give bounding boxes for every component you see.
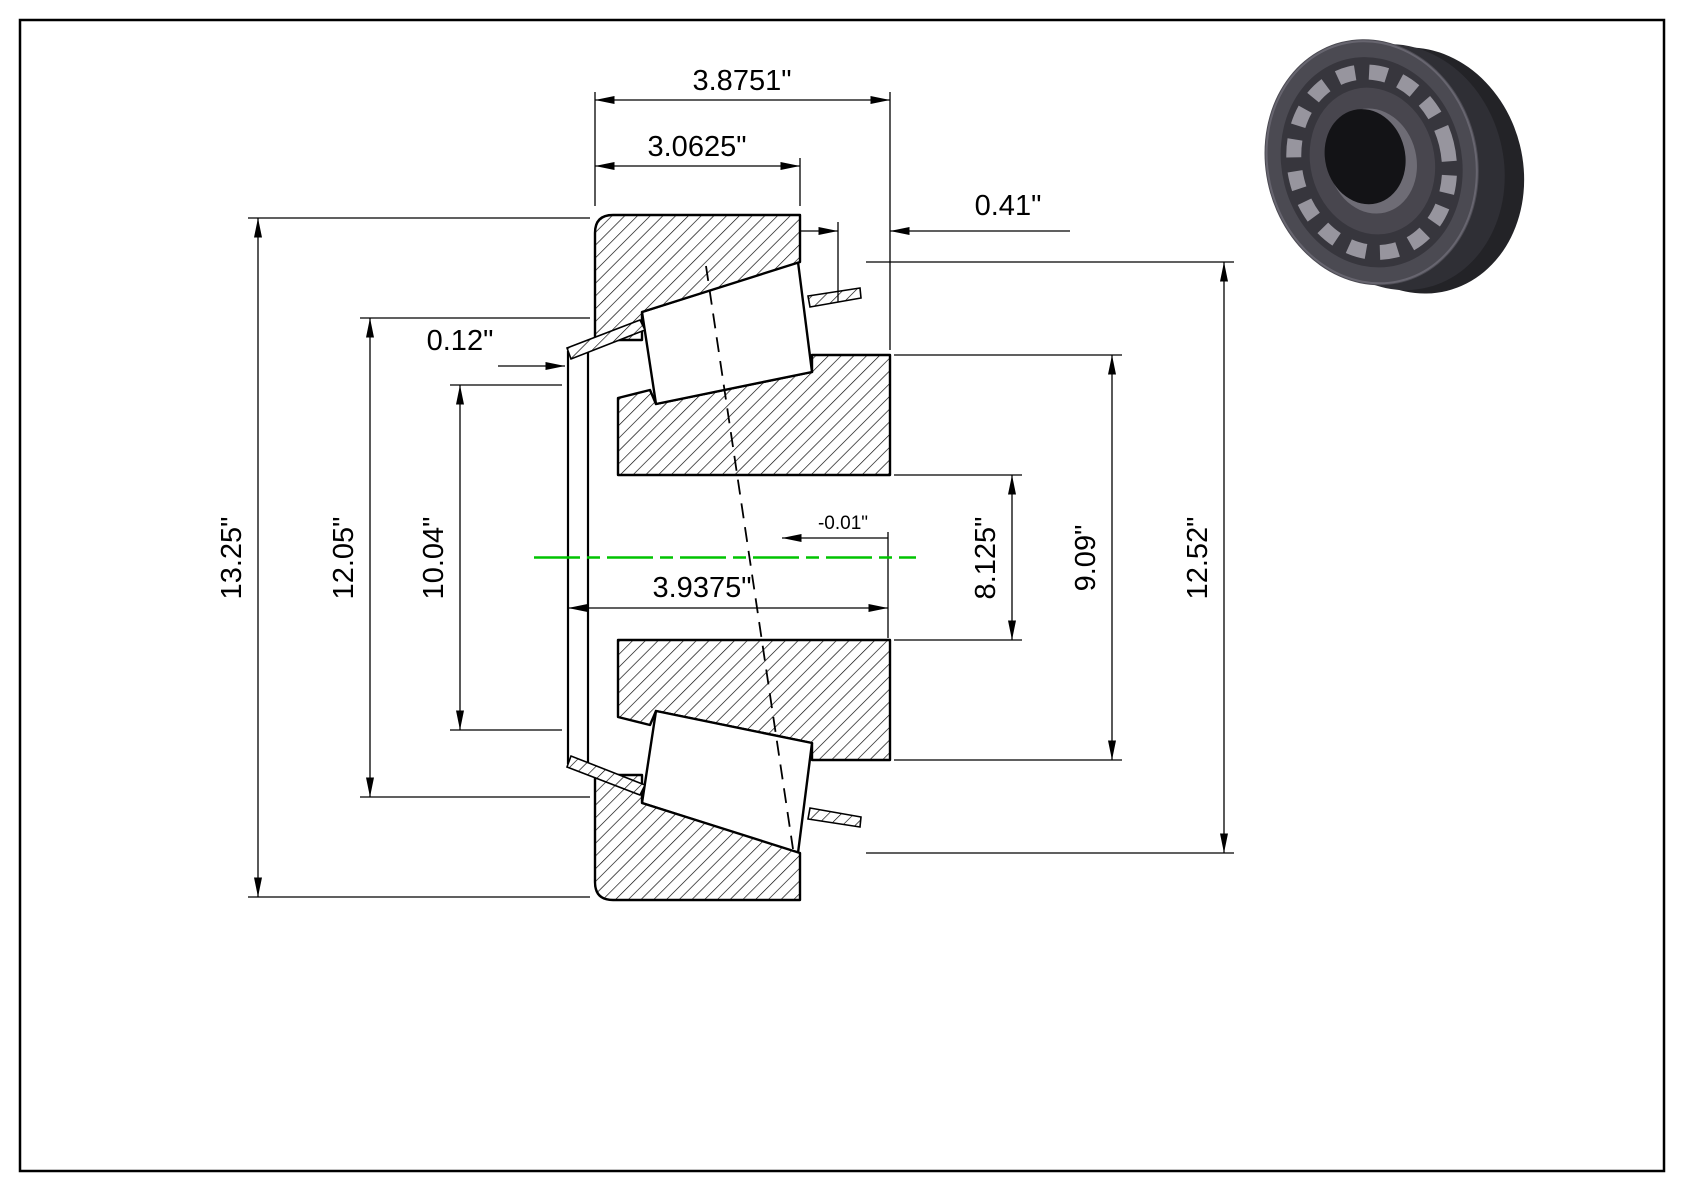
cone-lower-section	[616, 638, 892, 762]
roller-axis-dashed-line	[705, 265, 794, 850]
dim-inner-diameter-left: 10.04"	[418, 384, 562, 731]
dim-label-outer-diameter: 13.25"	[216, 517, 248, 600]
cage-strip-upper-right	[807, 287, 862, 308]
dim-label-front-offset: 0.41"	[975, 190, 1042, 222]
dim-rib-diameter: 9.09"	[894, 354, 1122, 761]
cage-strip-lower-left	[565, 754, 647, 797]
dim-label-bore-diameter: 8.125"	[970, 517, 1002, 600]
cup-lower-section	[593, 773, 802, 902]
dim-middle-diameter-left: 12.05"	[328, 317, 590, 798]
dim-center-offset: -0.01"	[782, 513, 888, 542]
bearing-bore-hole	[1324, 109, 1406, 205]
cup-upper-section	[593, 213, 802, 342]
dim-label-cone-width: 3.9375"	[653, 572, 752, 604]
cage-strip-lower-right	[807, 807, 862, 828]
dim-front-offset: 0.41"	[800, 190, 1070, 302]
dim-label-overall-width: 3.8751"	[693, 65, 792, 97]
dim-label-cup-width: 3.0625"	[648, 131, 747, 163]
dim-label-middle-diameter-left: 12.05"	[328, 517, 360, 600]
dim-outer-diameter: 13.25"	[216, 217, 590, 898]
dim-label-rib-diameter: 9.09"	[1070, 525, 1102, 592]
bearing-rollers-and-cage	[1286, 64, 1458, 260]
cone-upper-section	[616, 353, 892, 477]
dim-lip-thickness: 0.12"	[427, 325, 565, 370]
dim-cup-od: 12.52"	[866, 261, 1234, 854]
dim-label-inner-diameter-left: 10.04"	[418, 517, 450, 600]
bearing-3d-render	[1264, 39, 1525, 294]
cage-strip-upper-left	[565, 318, 647, 361]
dim-label-center-offset: -0.01"	[818, 513, 868, 534]
dim-label-lip-thickness: 0.12"	[427, 325, 494, 357]
dim-cup-width: 3.0625"	[595, 131, 801, 206]
dim-label-cup-od: 12.52"	[1182, 517, 1214, 600]
dim-bore-diameter: 8.125"	[894, 474, 1022, 641]
bearing-rim-highlight	[1265, 40, 1478, 285]
bearing-cross-section	[565, 213, 892, 902]
dim-cone-width: 3.9375"	[568, 532, 889, 638]
dim-overall-width: 3.8751"	[594, 65, 891, 350]
